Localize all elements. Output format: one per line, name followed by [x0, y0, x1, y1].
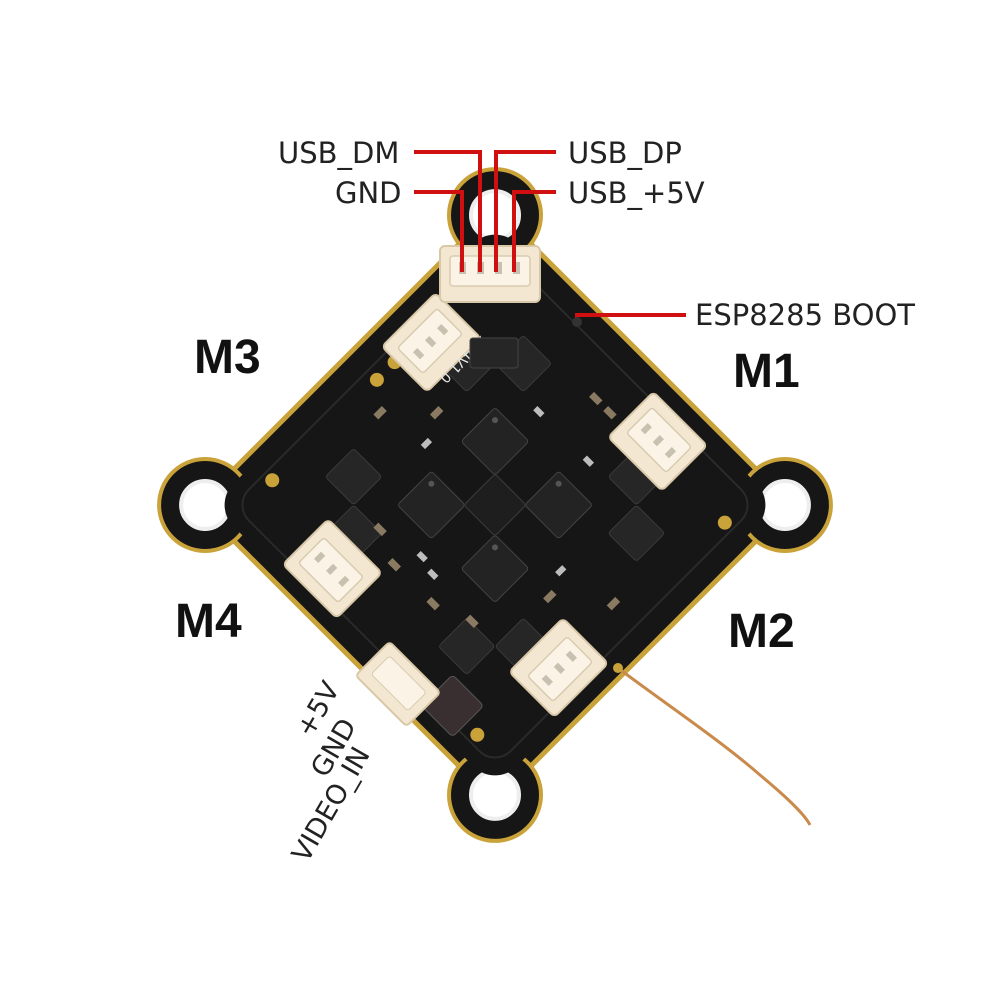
- label-m4: M4: [175, 595, 242, 648]
- label-usb-dm: USB_DM: [278, 136, 400, 170]
- antenna-wire: [617, 666, 812, 826]
- pcb-board: X14V1.0: [157, 167, 833, 843]
- label-esp-boot: ESP8285 BOOT: [695, 298, 915, 332]
- usb-connector: [439, 245, 541, 303]
- label-m2: M2: [728, 605, 795, 658]
- label-usb-5v: USB_+5V: [568, 176, 705, 210]
- mounting-hole: [736, 457, 833, 553]
- mounting-hole: [447, 746, 543, 843]
- label-m1: M1: [733, 345, 800, 398]
- label-usb-dp: USB_DP: [568, 136, 682, 170]
- label-gnd-usb: GND: [335, 176, 402, 210]
- video-connector: [356, 642, 440, 726]
- label-m3: M3: [194, 331, 261, 384]
- mounting-hole: [157, 457, 254, 553]
